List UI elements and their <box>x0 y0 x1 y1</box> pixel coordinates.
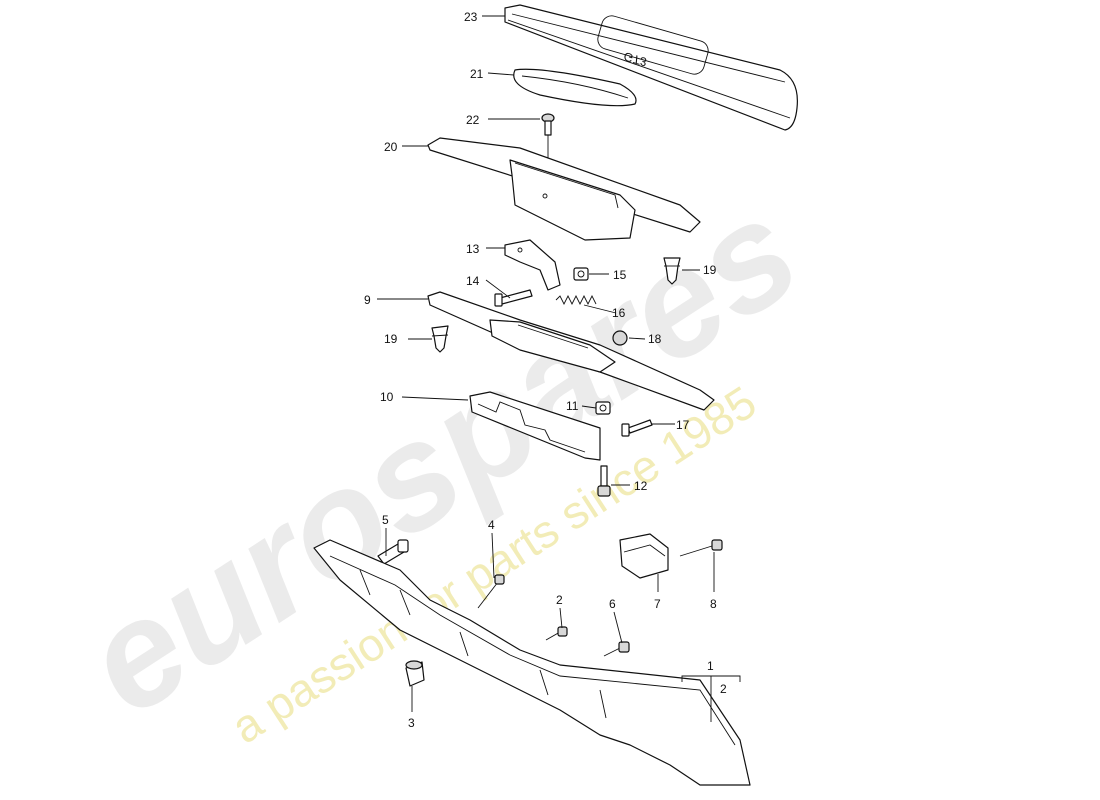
callout-11: 11 <box>566 399 579 413</box>
callout-12: 12 <box>634 479 648 493</box>
part-16-spring <box>555 294 597 306</box>
callout-14: 14 <box>466 274 480 288</box>
part-18-cap-nut <box>612 330 628 346</box>
callout-10: 10 <box>380 390 394 404</box>
part-11-clip-nut <box>595 401 611 415</box>
part-23-sill-trim: GT3 <box>504 4 798 131</box>
callout-19-left: 19 <box>384 332 398 346</box>
part-22-screw <box>541 113 555 160</box>
part-10-mounting-rail <box>469 391 601 461</box>
callout-5: 5 <box>382 513 389 527</box>
part-13-bracket <box>504 239 561 291</box>
part-15-nut-clip <box>573 267 589 281</box>
callout-3: 3 <box>408 716 415 730</box>
part-8-screw <box>679 539 723 557</box>
callout-16: 16 <box>612 306 626 320</box>
callout-2-sub: 2 <box>720 682 727 696</box>
callout-2: 2 <box>556 593 563 607</box>
callout-18: 18 <box>648 332 662 346</box>
part-20-panel-trim <box>427 137 701 241</box>
part-12-bolt <box>597 465 611 497</box>
callout-1: 1 <box>707 659 714 673</box>
callout-15: 15 <box>613 268 627 282</box>
callout-23: 23 <box>464 10 478 24</box>
callout-21: 21 <box>470 67 484 81</box>
callout-13: 13 <box>466 242 480 256</box>
callout-22: 22 <box>466 113 480 127</box>
part-21-handle-cover <box>513 68 637 107</box>
part-19-clip-left <box>431 325 449 353</box>
part-4-screw <box>477 574 505 609</box>
callout-4: 4 <box>488 518 495 532</box>
sill-badge-text: GT3 <box>622 49 649 69</box>
part-9-trim-panel <box>427 291 715 411</box>
part-6-screw <box>603 641 630 657</box>
callout-9: 9 <box>364 293 371 307</box>
part-7-switch <box>619 533 669 579</box>
part-17-screw <box>621 419 653 437</box>
leader-lines <box>377 15 741 722</box>
callout-17: 17 <box>676 418 690 432</box>
callout-20: 20 <box>384 140 398 154</box>
part-1-carrier-beam <box>313 539 751 786</box>
part-5-pin <box>377 539 409 565</box>
part-2-screw <box>545 626 568 641</box>
callout-8: 8 <box>710 597 717 611</box>
callout-19-right: 19 <box>703 263 717 277</box>
part-3-grommet <box>405 660 425 687</box>
callout-7: 7 <box>654 597 661 611</box>
part-14-bolt <box>494 289 533 307</box>
part-19-clip-right <box>663 257 681 285</box>
callout-labels: 23 21 22 20 13 19 15 14 9 16 19 18 10 11… <box>364 10 727 730</box>
callout-6: 6 <box>609 597 616 611</box>
